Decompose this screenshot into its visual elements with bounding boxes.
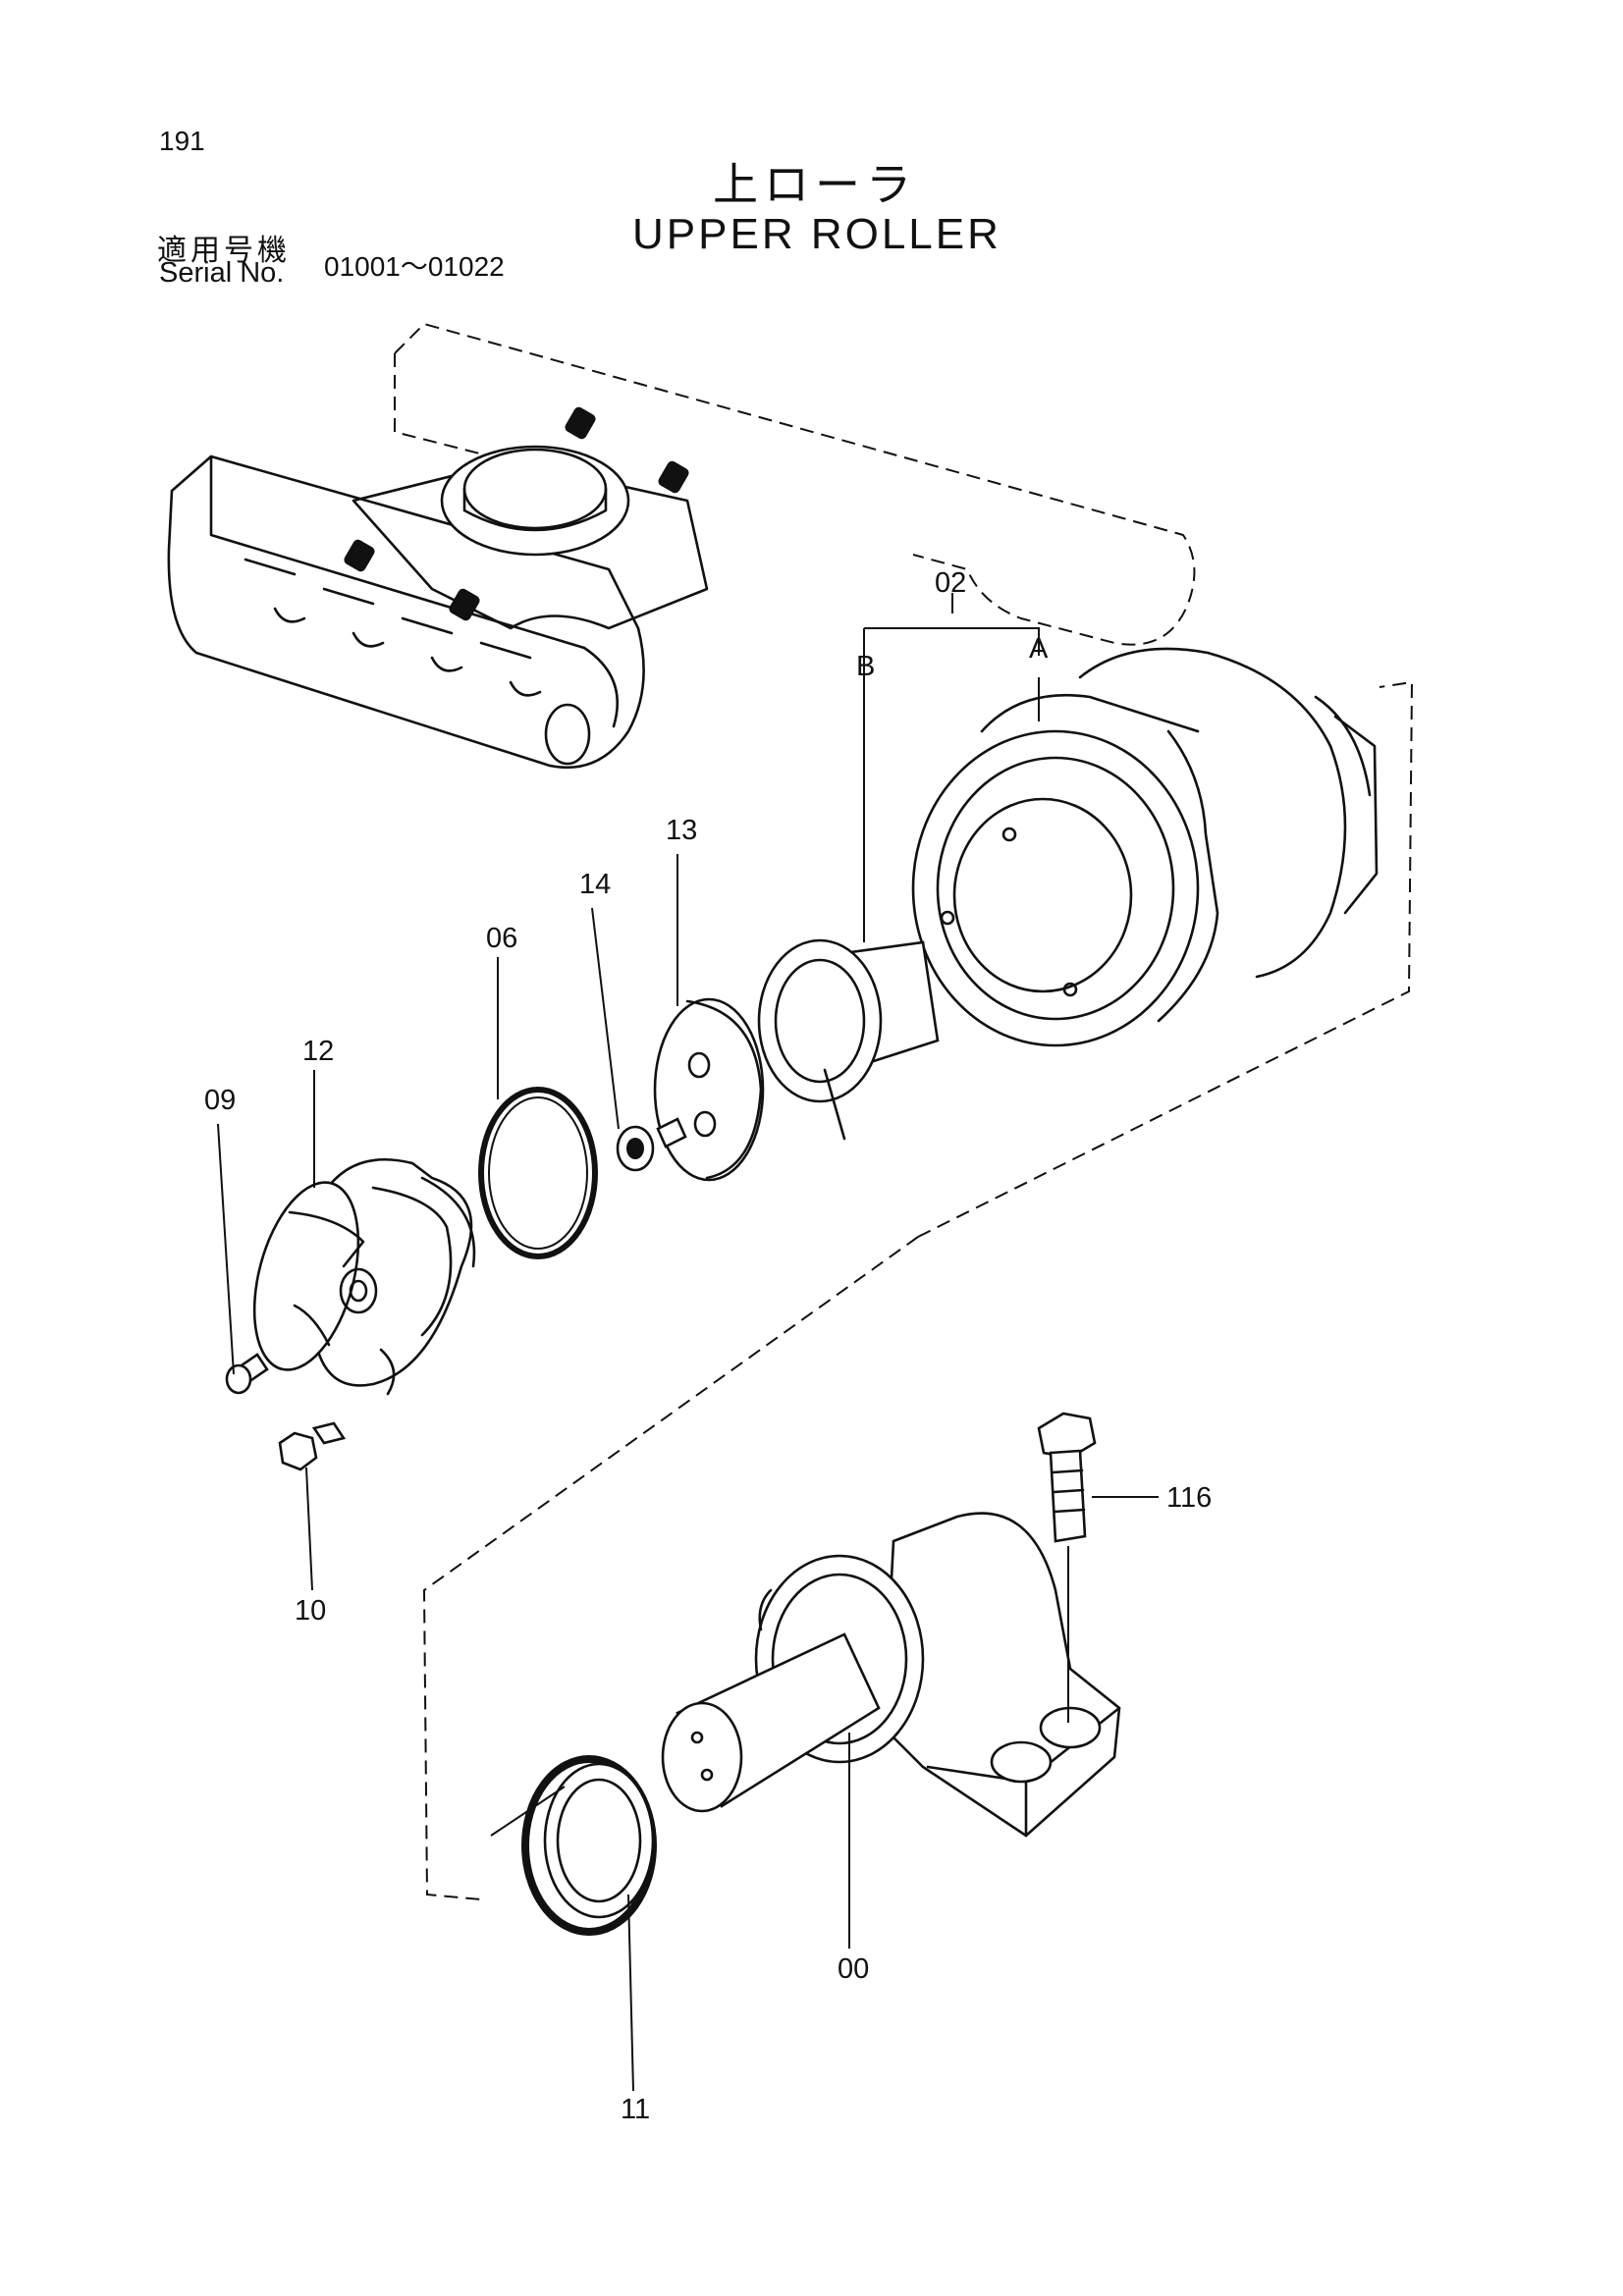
part-116-bolt: [1037, 1412, 1097, 1543]
page-title: UPPER ROLLER: [632, 210, 1001, 258]
callout-14: 14: [579, 869, 611, 900]
leader-lines: [217, 593, 1159, 2092]
callout-02: 02: [935, 567, 966, 599]
callout-B: B: [856, 651, 875, 682]
part-14-plug: [616, 1117, 687, 1172]
callout-06: 06: [486, 923, 517, 954]
part-02-bushing: [757, 938, 940, 1141]
title-japanese: 上ローラ: [713, 158, 917, 211]
page-number: 191: [159, 126, 205, 156]
callout-00: 00: [838, 1953, 869, 1985]
part-13-thrust-plate: [653, 997, 765, 1182]
part-00-shaft-bracket: [661, 1512, 1121, 1838]
serial-label-japanese: 適用号機: [157, 234, 291, 268]
callout-13: 13: [666, 815, 697, 846]
callout-A: A: [1029, 633, 1049, 665]
callout-12: 12: [302, 1036, 334, 1067]
part-02-roller: [911, 647, 1379, 1047]
serial-range: 01001～01022: [324, 251, 505, 282]
callout-09: 09: [204, 1085, 236, 1116]
undercarriage-overview: [167, 322, 1196, 770]
callout-10: 10: [295, 1595, 326, 1627]
part-12-cover: [252, 1157, 476, 1396]
callout-116: 116: [1166, 1482, 1212, 1514]
part-06-o-ring: [478, 1087, 598, 1259]
serial-label: Serial No.: [159, 257, 285, 289]
callout-11: 11: [621, 2094, 650, 2125]
part-10-bolt: [278, 1421, 347, 1471]
assembly-boundary: [917, 680, 1414, 1238]
part-11-seal: [521, 1755, 657, 1936]
